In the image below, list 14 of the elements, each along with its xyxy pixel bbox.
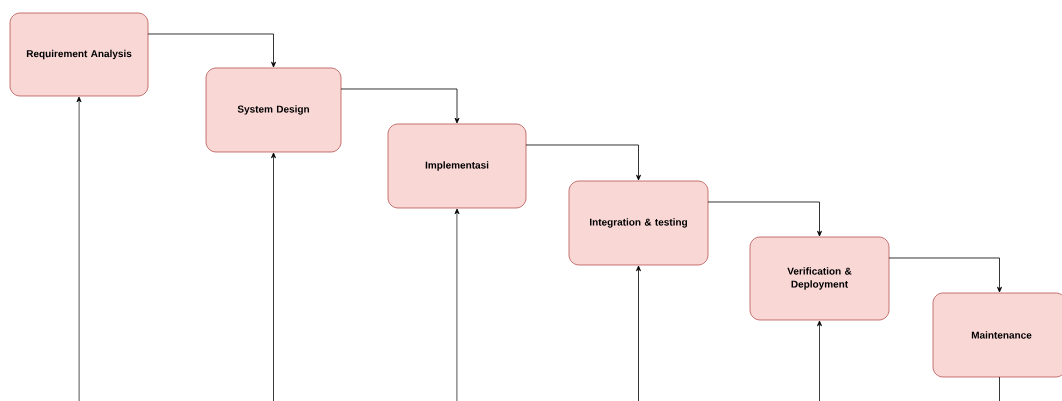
arrow xyxy=(636,265,641,401)
process-box: Maintenance xyxy=(932,292,1062,378)
process-box: Integration & testing xyxy=(568,180,709,266)
arrow xyxy=(76,96,82,401)
arrow xyxy=(340,88,460,124)
arrow xyxy=(888,257,1002,293)
process-box: Verification & Deployment xyxy=(749,236,890,321)
arrow xyxy=(454,208,460,401)
process-box: Implementasi xyxy=(387,123,527,209)
process-box: System Design xyxy=(205,67,342,153)
arrow xyxy=(147,33,276,68)
arrow xyxy=(707,201,822,237)
arrow xyxy=(525,144,641,181)
process-box: Requirement Analysis xyxy=(9,12,149,97)
